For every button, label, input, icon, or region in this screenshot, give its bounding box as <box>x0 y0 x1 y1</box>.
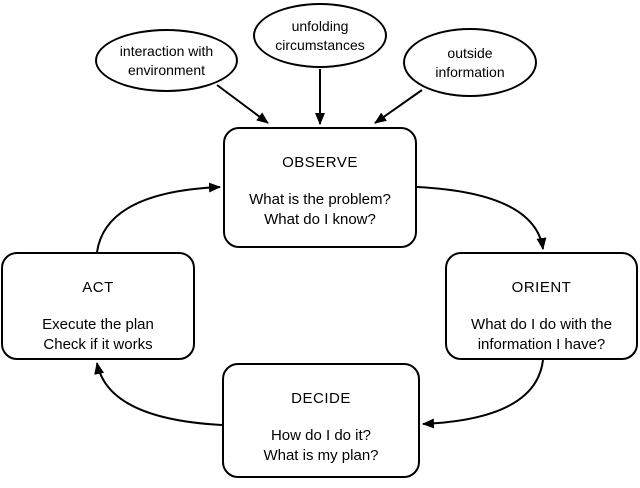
stage-question: information I have? <box>477 336 606 353</box>
stage-title: ACT <box>82 279 114 296</box>
input-label-line: circumstances <box>275 36 365 53</box>
stage-title: ORIENT <box>511 279 572 296</box>
arrow-outside-to-observe <box>374 89 423 124</box>
arrow-observe-to-orient <box>416 186 547 250</box>
arrow-act-to-observe <box>96 182 221 253</box>
stage-question: What is the problem? <box>249 191 391 208</box>
arrow-interaction-to-observe <box>216 84 269 124</box>
stage-question: How do I do it? <box>270 427 372 444</box>
stage-question: What is my plan? <box>263 447 379 464</box>
arrow-orient-to-decide <box>422 359 544 429</box>
stage-question: What do I know? <box>264 211 376 228</box>
input-label-line: environment <box>127 61 206 78</box>
stage-question: Execute the plan <box>42 316 154 333</box>
input-ellipse-outside-information: outside information <box>403 28 537 97</box>
stage-box-act: ACT Execute the plan Check if it works <box>1 252 195 360</box>
input-label-line: interaction with <box>119 42 214 59</box>
stage-box-orient: ORIENT What do I do with the information… <box>445 252 638 360</box>
input-label-line: information <box>435 63 505 80</box>
stage-question: Check if it works <box>43 336 153 353</box>
stage-title: OBSERVE <box>282 154 358 171</box>
input-ellipse-unfolding-circumstances: unfolding circumstances <box>253 3 387 68</box>
arrow-decide-to-act <box>94 362 223 426</box>
stage-box-decide: DECIDE How do I do it? What is my plan? <box>222 363 420 478</box>
input-ellipse-interaction-with-environment: interaction with environment <box>95 29 238 92</box>
stage-box-observe: OBSERVE What is the problem? What do I k… <box>223 127 417 248</box>
stage-question: What do I do with the <box>471 316 612 333</box>
stage-title: DECIDE <box>291 390 351 407</box>
input-label-line: outside <box>447 44 493 61</box>
input-label-line: unfolding <box>291 17 349 34</box>
